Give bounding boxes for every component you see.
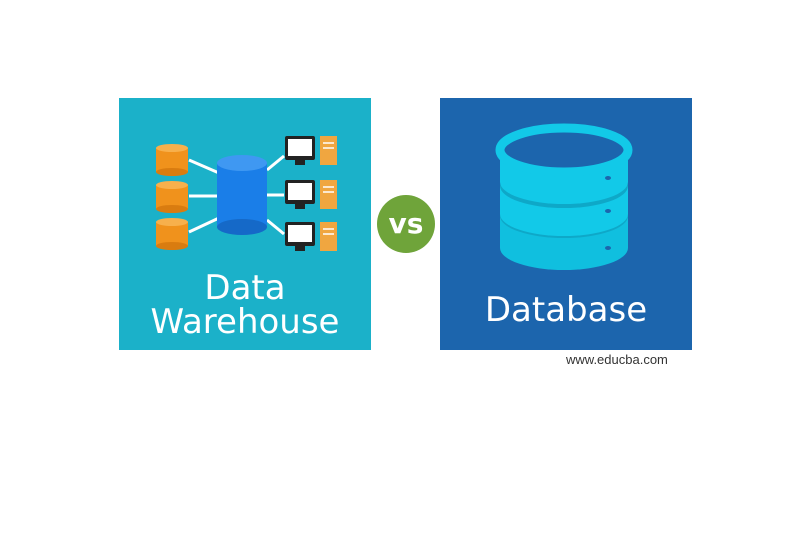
client-computer-icon bbox=[285, 136, 337, 165]
watermark-text: www.educba.com bbox=[566, 352, 668, 367]
client-computer-icon bbox=[285, 180, 337, 209]
source-database-icon bbox=[156, 181, 188, 213]
stacked-database-icon bbox=[495, 123, 633, 270]
source-database-icon bbox=[156, 218, 188, 250]
data-warehouse-illustration bbox=[156, 136, 337, 251]
vs-badge: vs bbox=[377, 195, 435, 253]
database-panel: Database bbox=[440, 98, 692, 350]
connection-lines bbox=[188, 154, 285, 236]
data-warehouse-title-line2: Warehouse bbox=[150, 302, 340, 342]
database-title: Database bbox=[484, 290, 648, 330]
warehouse-database-icon bbox=[217, 155, 267, 235]
data-warehouse-title-line1: Data bbox=[204, 268, 286, 308]
data-warehouse-panel: Data Warehouse bbox=[119, 98, 371, 350]
client-computer-icon bbox=[285, 222, 337, 251]
source-database-icon bbox=[156, 144, 188, 176]
